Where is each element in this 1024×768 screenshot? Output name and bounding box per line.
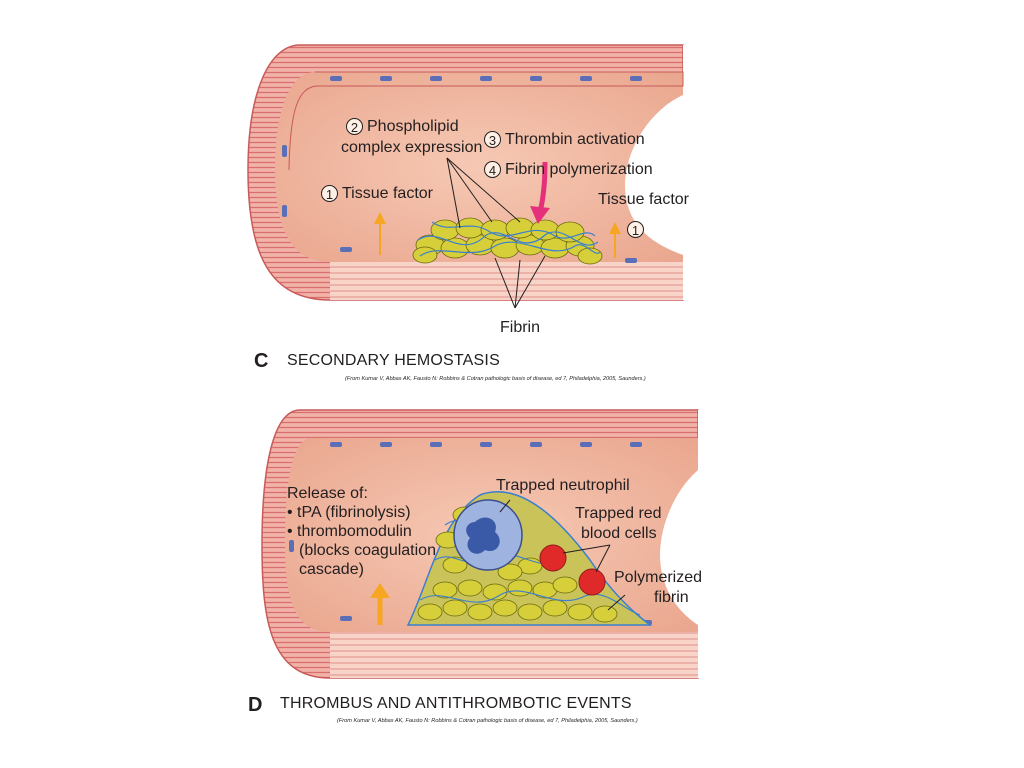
step-1-badge-left: 1	[321, 185, 338, 203]
release-item-tpa: • tPA (fibrinolysis)	[287, 504, 411, 521]
label-polymerized: Polymerized	[614, 569, 703, 586]
label-phospholipid-line2: complex expression	[341, 139, 483, 156]
leader-lines-d	[499, 499, 626, 611]
panel-d-letter: D	[248, 694, 263, 716]
label-blood-cells: blood cells	[581, 525, 657, 542]
label-trapped-neutrophil: Trapped neutrophil	[496, 477, 630, 494]
release-arrow	[370, 583, 390, 625]
vessel-c	[247, 44, 700, 301]
release-item-thrombomodulin: • thrombomodulin	[287, 523, 412, 540]
panel-c-letter: C	[254, 350, 269, 372]
thrombin-arrow	[530, 161, 550, 224]
release-item-cascade: cascade)	[299, 561, 364, 578]
platelet-aggregate-c	[412, 217, 603, 265]
tissue-factor-arrow-left	[374, 212, 386, 255]
label-trapped-red: Trapped red	[575, 505, 662, 522]
tissue-factor-arrow-right	[609, 222, 621, 258]
step-3-badge: 3	[484, 131, 501, 149]
panel-d-title: THROMBUS AND ANTITHROMBOTIC EVENTS	[280, 695, 632, 712]
panel-d-citation: (From Kumar V, Abbas AK, Fausto N: Robbi…	[337, 718, 638, 724]
label-fibrin: Fibrin	[500, 319, 541, 336]
step-2-badge: 2	[346, 118, 363, 136]
thrombus-d	[406, 491, 653, 626]
endothelial-nuclei-c	[282, 76, 642, 263]
step-4-badge: 4	[484, 161, 501, 179]
release-heading: Release of:	[287, 485, 368, 502]
panel-c-citation: (From Kumar V, Abbas AK, Fausto N: Robbi…	[345, 376, 646, 382]
release-list: Release of: • tPA (fibrinolysis) • throm…	[287, 484, 436, 579]
leader-lines-c	[446, 157, 546, 309]
rbc-1	[539, 544, 567, 572]
step-1-badge-right: 1	[627, 220, 648, 239]
label-tissue-factor-right: Tissue factor	[598, 191, 689, 208]
fibrin-mesh-c	[417, 221, 601, 257]
panel-c-title: SECONDARY HEMOSTASIS	[287, 352, 500, 369]
rbc-2	[578, 568, 606, 596]
label-polymerized-fibrin: fibrin	[654, 589, 689, 606]
release-item-blocks: (blocks coagulation	[299, 542, 436, 559]
